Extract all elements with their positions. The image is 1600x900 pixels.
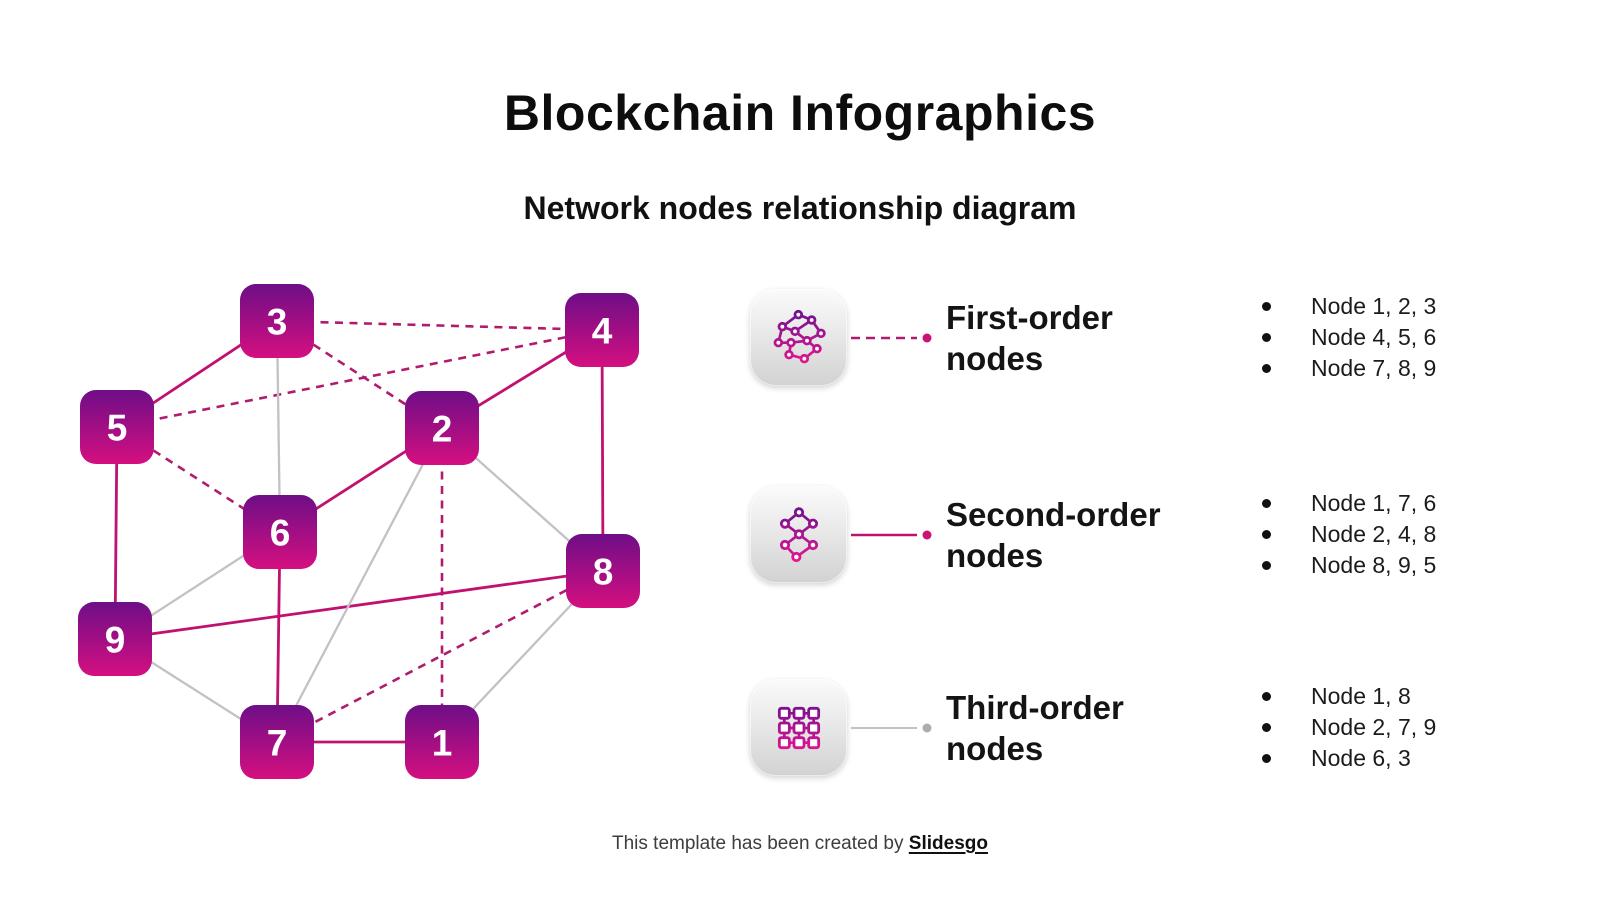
node-5: 5 [80,390,154,464]
edge-7-8-first-order [276,569,604,744]
node-box [80,390,154,464]
node-number: 7 [267,723,288,764]
grid-network-icon [750,679,847,776]
bullet-dot [1262,302,1271,311]
slidesgo-link[interactable]: Slidesgo [908,833,988,854]
cluster-network-glyph [779,506,818,562]
bullet-dot [1262,561,1271,570]
cluster-network-icon [750,486,847,583]
list-item-text: Node 4, 5, 6 [1311,324,1437,350]
legend-list: Node 1, 8 Node 2, 7, 9 Node 6, 3 [1262,681,1436,774]
edge-9-8-second-order [114,569,604,641]
legend-title: First-order nodes [946,298,1113,377]
legend-connector-solid [851,530,932,539]
node-1: 1 [405,705,479,779]
node-4: 4 [565,293,639,367]
node-number: 6 [270,513,291,554]
bullet-dot [1262,692,1271,701]
bullet-dot [1262,499,1271,508]
bullet-dot [1262,333,1271,342]
bullet-dot [1262,754,1271,763]
list-item: Node 8, 9, 5 [1262,550,1436,581]
edge-5-4-first-order [116,328,603,429]
neural-network-icon [750,289,847,386]
node-number: 1 [432,723,453,764]
nodes-layer: 1 2 3 4 5 6 7 8 9 [78,284,640,779]
list-item-text: Node 1, 7, 6 [1311,490,1437,516]
node-number: 4 [592,311,613,352]
node-box [405,391,479,465]
legend-row-second-order: Second-order nodes Node 1, 7, 6 Node 2, … [750,486,1436,583]
legend-title: Third-order nodes [946,688,1124,767]
legend-title: Second-order nodes [946,495,1161,574]
list-item-text: Node 1, 2, 3 [1311,293,1437,319]
list-item-text: Node 2, 4, 8 [1311,521,1437,547]
bullet-dot [1262,364,1271,373]
legend-row-first-order: First-order nodes Node 1, 2, 3 Node 4, 5… [750,289,1436,386]
grid-network-glyph [777,706,820,749]
list-item-text: Node 1, 8 [1311,683,1411,709]
node-number: 9 [105,620,126,661]
list-item: Node 2, 7, 9 [1262,712,1436,743]
node-box [240,284,314,358]
list-item: Node 1, 7, 6 [1262,488,1436,519]
edges-layer [113,319,605,744]
node-box [78,602,152,676]
edge-3-4-first-order [276,319,603,332]
neural-network-glyph [773,309,826,363]
legend-list: Node 1, 2, 3 Node 4, 5, 6 Node 7, 8, 9 [1262,291,1436,384]
bullet-dot [1262,723,1271,732]
node-2: 2 [405,391,479,465]
list-item: Node 6, 3 [1262,743,1436,774]
node-8: 8 [566,534,640,608]
network-diagram: 1 2 3 4 5 6 7 8 9 [78,284,640,779]
node-7: 7 [240,705,314,779]
legend-connector-dashed [851,333,932,342]
list-item-text: Node 6, 3 [1311,745,1411,771]
legend-row-third-order: Third-order nodes Node 1, 8 Node 2, 7, 9… [750,679,1436,776]
node-3: 3 [240,284,314,358]
page-subtitle: Network nodes relationship diagram [523,190,1077,226]
bullet-dot [1262,530,1271,539]
edge-2-7-third-order [275,427,444,743]
node-6: 6 [243,495,317,569]
node-9: 9 [78,602,152,676]
list-item: Node 2, 4, 8 [1262,519,1436,550]
list-item-text: Node 2, 7, 9 [1311,714,1437,740]
node-box [240,705,314,779]
node-number: 5 [107,408,128,449]
page-title: Blockchain Infographics [503,85,1097,141]
legend-list: Node 1, 7, 6 Node 2, 4, 8 Node 8, 9, 5 [1262,488,1436,581]
list-item-text: Node 8, 9, 5 [1311,552,1437,578]
node-box [565,293,639,367]
footer: This template has been created by Slides… [0,833,1600,855]
node-box [243,495,317,569]
node-number: 3 [267,302,288,343]
node-number: 8 [593,552,614,593]
node-box [405,705,479,779]
list-item: Node 1, 8 [1262,681,1436,712]
node-box [566,534,640,608]
list-item-text: Node 7, 8, 9 [1311,355,1437,381]
footer-text: This template has been created by [612,833,909,854]
legend-connector-gray [851,723,932,732]
list-item: Node 7, 8, 9 [1262,353,1436,384]
edge-4-8-second-order [600,329,605,572]
node-number: 2 [432,409,453,450]
list-item: Node 4, 5, 6 [1262,322,1436,353]
list-item: Node 1, 2, 3 [1262,291,1436,322]
